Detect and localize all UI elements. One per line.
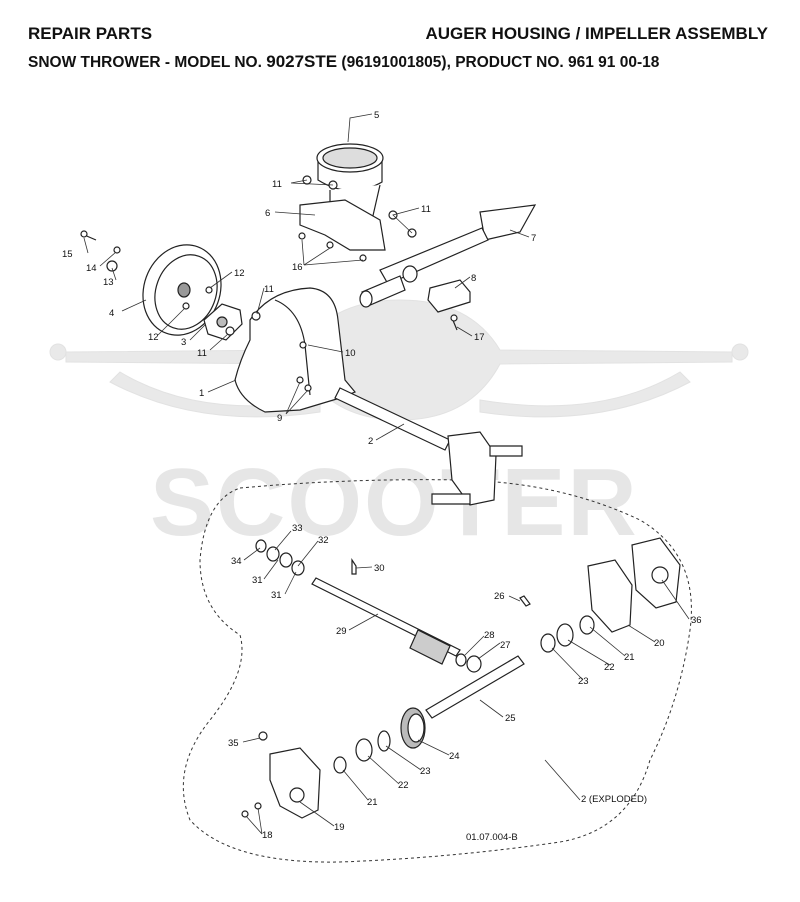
callout-11: 11 xyxy=(264,284,274,295)
callout-27: 27 xyxy=(500,640,511,651)
callout-4: 4 xyxy=(109,308,114,319)
worm-shaft-part xyxy=(311,577,461,665)
callout-24: 24 xyxy=(449,751,460,762)
callout-11: 11 xyxy=(421,204,431,215)
callout-20: 20 xyxy=(654,638,665,649)
callout-12: 12 xyxy=(148,332,159,343)
callout-3: 3 xyxy=(181,337,186,348)
impeller-shaft-part xyxy=(334,387,523,506)
callout-21: 21 xyxy=(624,652,635,663)
callout-6: 6 xyxy=(265,208,270,219)
callout-31: 31 xyxy=(252,575,263,586)
model-number: 9027STE xyxy=(266,52,338,71)
callout-16: 16 xyxy=(292,262,303,273)
callout-26: 26 xyxy=(494,591,505,602)
callout-34: 34 xyxy=(231,556,242,567)
callout-18: 18 xyxy=(262,830,273,841)
callout-13: 13 xyxy=(103,277,114,288)
subtitle-suffix: (96191001805), PRODUCT NO. 961 91 00-18 xyxy=(337,54,660,71)
callout-1: 1 xyxy=(199,388,204,399)
callout-22: 22 xyxy=(398,780,409,791)
key-part xyxy=(519,595,531,607)
callout-30: 30 xyxy=(374,563,385,574)
watermark-text: SCOOTER xyxy=(150,449,639,556)
callout-35: 35 xyxy=(228,738,239,749)
callout-5: 5 xyxy=(374,110,379,121)
callout-14: 14 xyxy=(86,263,97,274)
callout-23: 23 xyxy=(578,676,589,687)
callout-32: 32 xyxy=(318,535,329,546)
subtitle-prefix: SNOW THROWER - MODEL NO. xyxy=(28,54,267,71)
pin-part xyxy=(351,558,357,575)
callout-2: 2 xyxy=(368,436,373,447)
callout-9: 9 xyxy=(277,413,282,424)
callout-31: 31 xyxy=(271,590,282,601)
gear-shaft-part xyxy=(425,655,525,719)
callout-19: 19 xyxy=(334,822,345,833)
callout-28: 28 xyxy=(484,630,495,641)
exploded-view-outline xyxy=(182,479,692,863)
callout-2-exploded: 2 (EXPLODED) xyxy=(581,794,647,805)
callout-7: 7 xyxy=(531,233,536,244)
document-number: 01.07.004-B xyxy=(466,832,518,843)
callout-12: 12 xyxy=(234,268,245,279)
callout-10: 10 xyxy=(345,348,356,359)
repair-parts-title: REPAIR PARTS xyxy=(28,24,153,43)
callout-36: 36 xyxy=(691,615,702,626)
callout-22: 22 xyxy=(604,662,615,673)
callout-23: 23 xyxy=(420,766,431,777)
worm-gear-part xyxy=(400,707,426,749)
header-row: REPAIR PARTS AUGER HOUSING / IMPELLER AS… xyxy=(28,24,768,48)
callout-21: 21 xyxy=(367,797,378,808)
callout-labels: 5 11 11 6 7 16 15 14 13 12 4 11 12 3 11 … xyxy=(62,110,702,841)
rod-bracket-part xyxy=(427,279,471,313)
callout-11: 11 xyxy=(197,348,207,359)
gasket-part xyxy=(587,559,633,633)
callout-11: 11 xyxy=(272,179,282,190)
crank-rod-part xyxy=(359,204,537,308)
gearbox-cover-left xyxy=(269,747,321,819)
spacer-stack-part xyxy=(255,539,305,576)
callout-8: 8 xyxy=(471,273,476,284)
leader-lines xyxy=(83,113,690,835)
callout-25: 25 xyxy=(505,713,516,724)
chute-bracket-part xyxy=(299,199,386,251)
callout-33: 33 xyxy=(292,523,303,534)
callout-15: 15 xyxy=(62,249,73,260)
callout-29: 29 xyxy=(336,626,347,637)
subtitle: SNOW THROWER - MODEL NO. 9027STE (961910… xyxy=(28,52,768,72)
assembly-title: AUGER HOUSING / IMPELLER ASSEMBLY xyxy=(425,24,768,43)
pulley-part xyxy=(142,244,222,336)
callout-17: 17 xyxy=(474,332,485,343)
